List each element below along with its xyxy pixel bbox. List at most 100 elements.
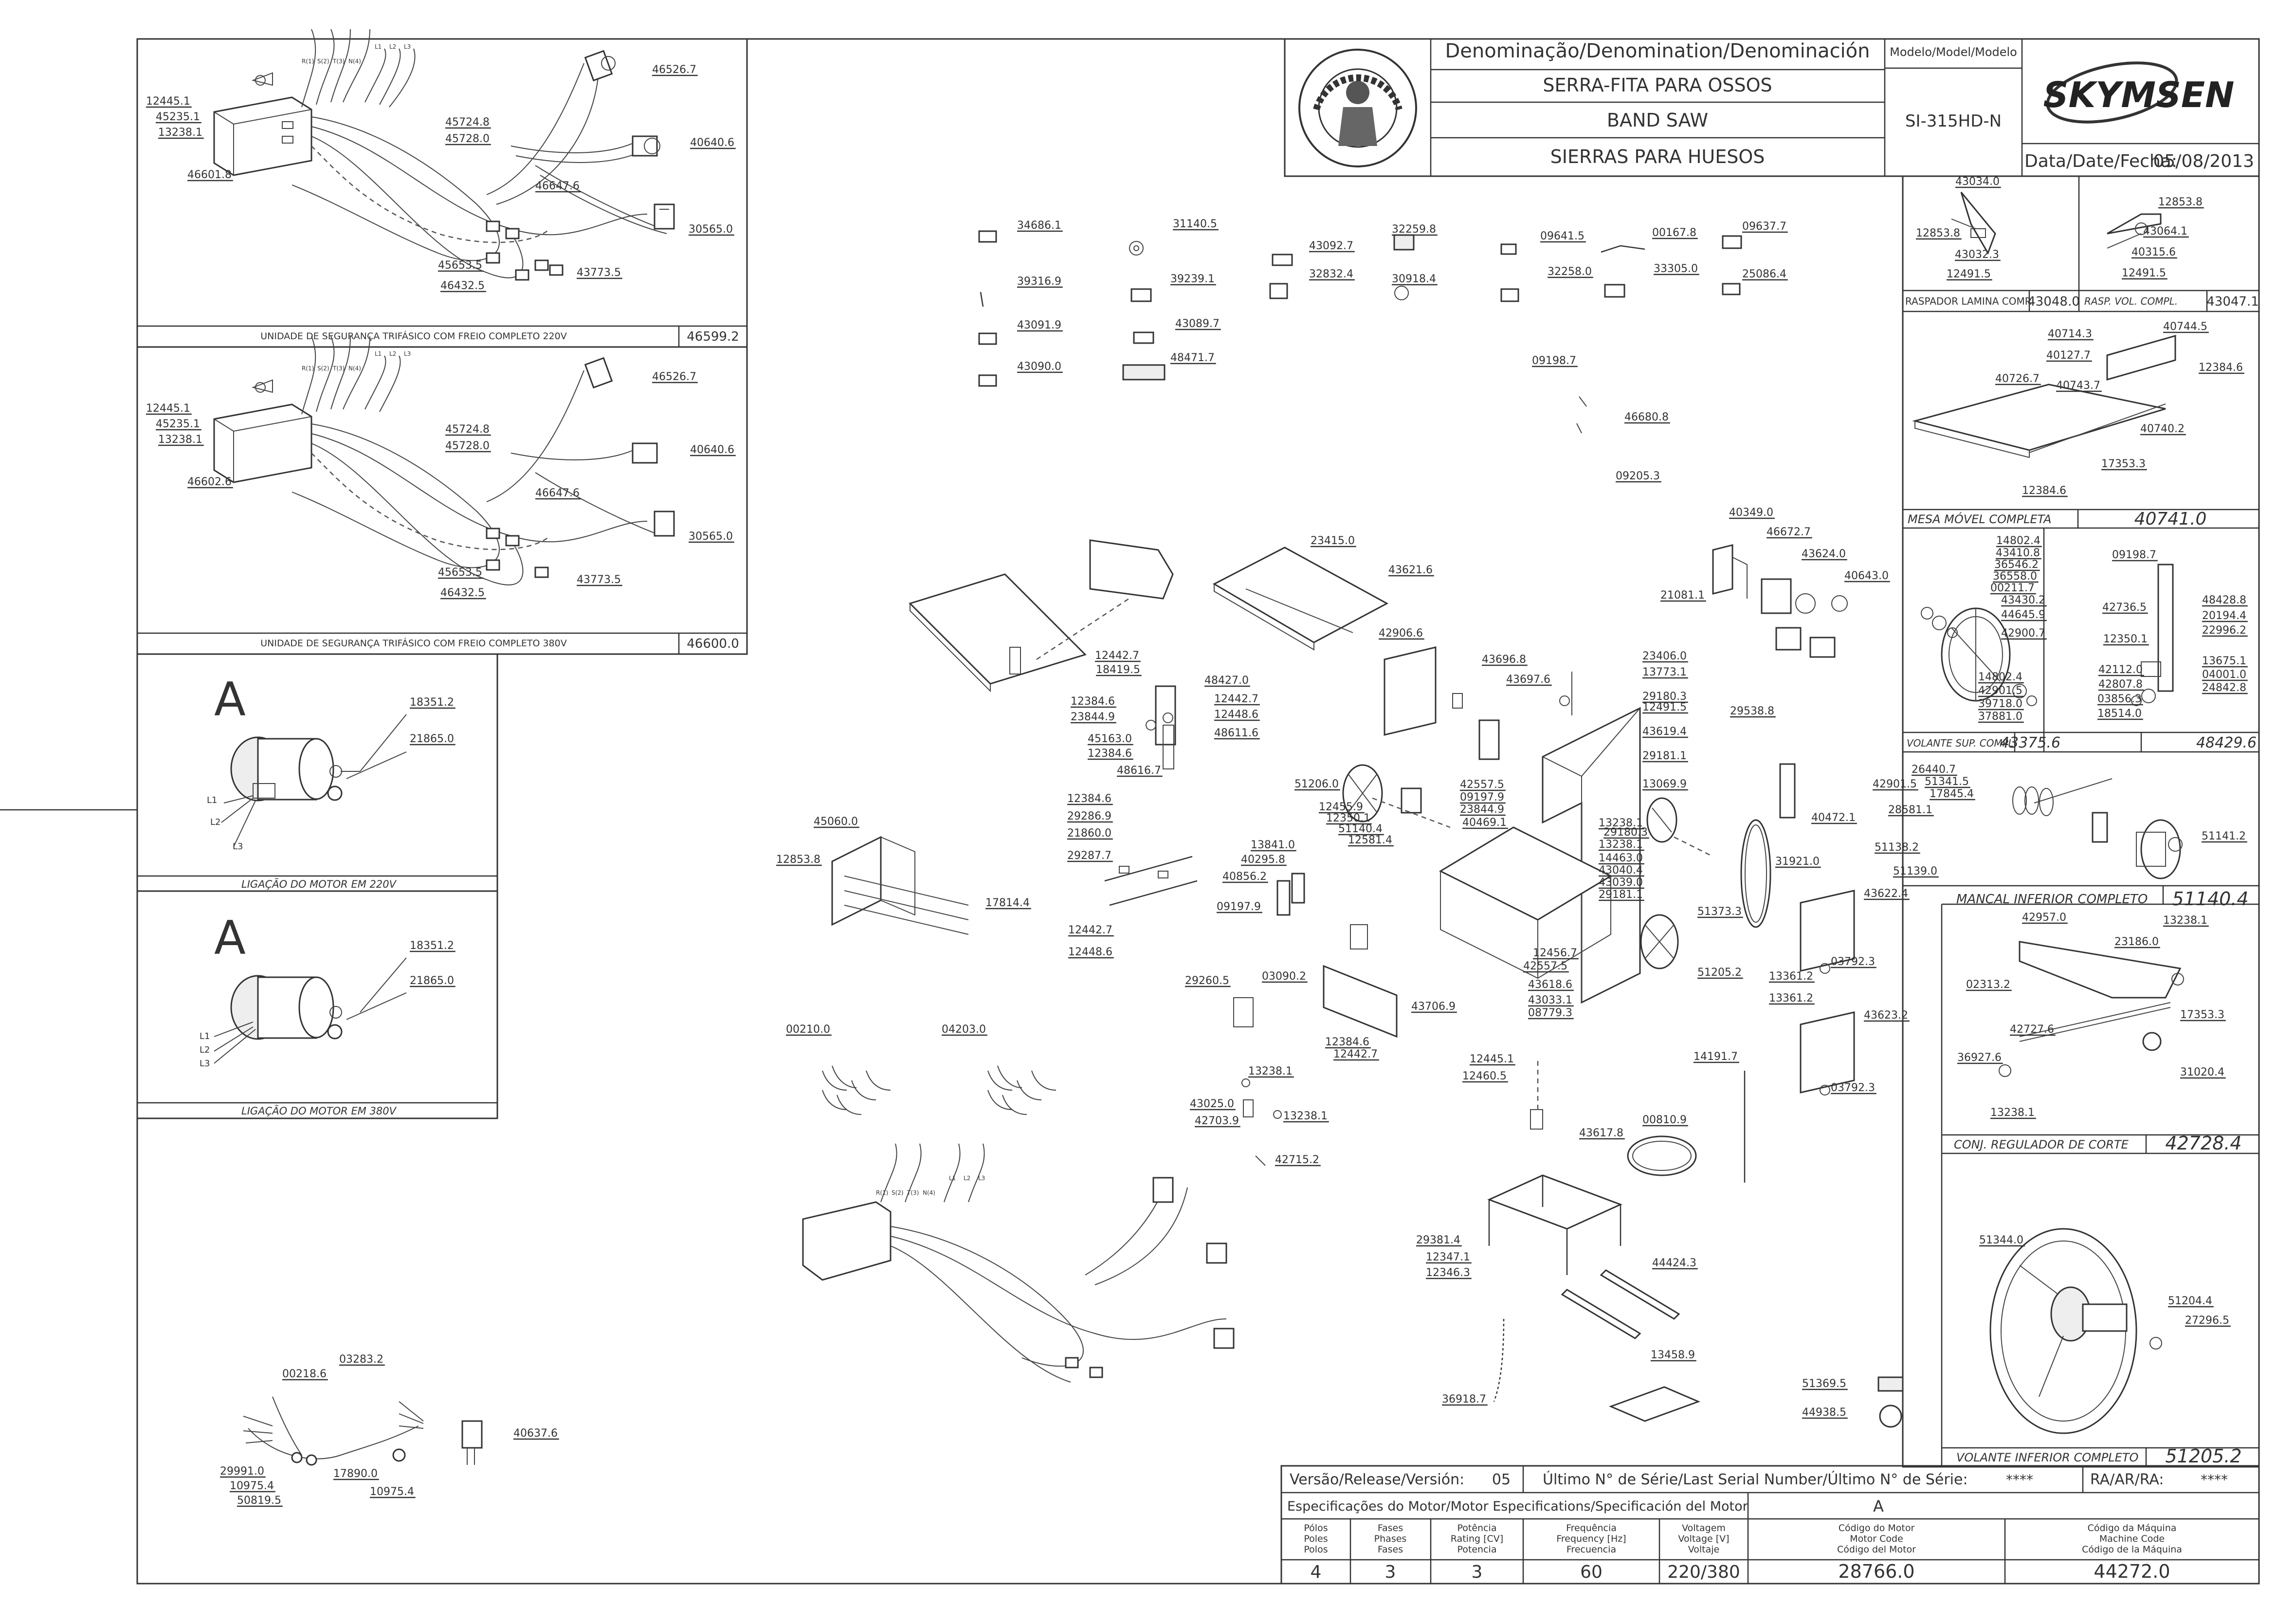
part-number-label: 29180.3 <box>1642 691 1687 703</box>
part-number-label: 29538.8 <box>1730 705 1774 717</box>
spec-value: 60 <box>1580 1562 1603 1582</box>
tension-wheel <box>1646 797 1713 858</box>
part-number-label: 36558.0 <box>1993 570 2037 583</box>
part-number-label: 40472.1 <box>1811 812 1856 824</box>
part-number-label: 33305.0 <box>1654 263 1698 275</box>
part-number-label: 18351.2 <box>410 696 454 709</box>
part-number-label: 13238.1 <box>158 127 202 139</box>
part-number-label: 18351.2 <box>410 940 454 952</box>
part-number-label: 40714.3 <box>2048 328 2092 340</box>
blades-bundle-2 <box>987 1065 1056 1115</box>
part-number-label: 43089.7 <box>1175 318 1220 330</box>
part-number-label: 30565.0 <box>689 530 733 543</box>
part-number-label: 42901.5 <box>1978 685 2022 697</box>
part-number-label: 43430.2 <box>2001 594 2045 606</box>
part-number-label: 45728.0 <box>445 440 490 452</box>
wire-label: N(4) <box>923 1189 935 1196</box>
part-number-label: 13675.1 <box>2202 655 2246 667</box>
motor-cover <box>1233 924 1398 1038</box>
part-number-label: 22996.2 <box>2202 624 2246 637</box>
part-number-label: 32258.0 <box>1548 266 1592 278</box>
motor-icon: L1 L2 L3 <box>207 714 407 852</box>
skymsen-logo: SKYMSEN <box>2043 61 2235 124</box>
svg-text:Voltagem: Voltagem <box>1682 1523 1726 1533</box>
part-number-label: 42715.2 <box>1275 1154 1319 1166</box>
svg-text:Voltaje: Voltaje <box>1688 1544 1720 1555</box>
cut-regulator-assembly <box>1999 941 2184 1077</box>
part-number-label: 13361.2 <box>1769 992 1813 1004</box>
part-number-label: 14191.7 <box>1694 1051 1738 1063</box>
tray <box>1608 1386 1701 1422</box>
part-number-label: 42900.7 <box>2001 627 2045 639</box>
part-number-label: 29991.0 <box>220 1465 264 1478</box>
part-number-label: 32832.4 <box>1309 268 1353 280</box>
part-number-label: 45724.8 <box>445 423 490 436</box>
part-number-label: 12350.1 <box>2103 633 2148 645</box>
part-number-label: 30565.0 <box>689 223 733 236</box>
part-number-label: 46647.6 <box>535 180 580 192</box>
wire-label-l1: L1 <box>207 795 217 805</box>
part-number-label: 34686.1 <box>1017 219 1061 232</box>
wire-label-l3: L3 <box>200 1058 210 1069</box>
wire-harness <box>291 336 662 585</box>
wire-label: N(4) <box>348 365 361 372</box>
part-number-label: 43618.6 <box>1528 979 1572 991</box>
part-number-label: 40640.6 <box>690 137 734 149</box>
part-number-label: 09197.9 <box>1460 791 1504 803</box>
part-number-label: 36927.6 <box>1957 1052 2002 1064</box>
wire-label: L2 <box>389 43 396 50</box>
denomination-header: Denominação/Denomination/Denominación <box>1445 40 1870 62</box>
part-number-label: 03792.3 <box>1831 956 1875 968</box>
part-number-label: 43617.8 <box>1579 1127 1623 1139</box>
saw-table-left <box>909 539 1174 693</box>
part-number-label: 13238.1 <box>1248 1065 1293 1077</box>
svg-text:Fases: Fases <box>1378 1523 1403 1533</box>
part-number-label: 37881.0 <box>1978 711 2022 723</box>
connector-plug <box>632 135 660 157</box>
title-block: Denominação/Denomination/Denominación SE… <box>1284 38 2260 177</box>
part-number-label: 36918.7 <box>1442 1393 1486 1405</box>
svg-text:Phases: Phases <box>1374 1533 1407 1544</box>
part-number-label: 09197.9 <box>1217 901 1261 913</box>
part-number-label: 48616.7 <box>1117 765 1161 777</box>
wire-label: S(2) <box>317 365 329 372</box>
brand-logo-text: SKYMSEN <box>2043 74 2235 115</box>
part-number-label: 12445.1 <box>146 402 190 415</box>
part-number-label: 44938.5 <box>1802 1406 1846 1419</box>
date-label: Data/Date/Fecha: <box>2024 151 2177 171</box>
version-value: 05 <box>1492 1471 1511 1488</box>
panel-frame <box>136 38 748 348</box>
part-number-label: 12491.5 <box>1642 701 1687 713</box>
panel-caption: VOLANTE SUP. COMPL. <box>1907 737 2017 749</box>
part-number-label: 12853.8 <box>2158 196 2203 208</box>
wire-label: L3 <box>404 43 411 50</box>
part-number-label: 40295.8 <box>1241 854 1285 866</box>
part-number-label: 32259.8 <box>1392 223 1436 236</box>
blade-guide-assembly <box>1146 685 1176 769</box>
part-number-label: 13069.9 <box>1642 778 1687 790</box>
svg-text:Motor Code: Motor Code <box>1850 1533 1903 1544</box>
part-number-label: 13773.1 <box>1642 666 1687 678</box>
part-number-label: 40640.6 <box>690 444 734 456</box>
wire-label: T(3) <box>332 58 345 65</box>
part-number-label: 12491.5 <box>2122 267 2166 279</box>
part-number-label: 46680.8 <box>1624 411 1669 423</box>
part-number-label: 09205.3 <box>1616 470 1660 482</box>
part-number-label: 12442.7 <box>1333 1048 1378 1060</box>
part-number-label: 12853.8 <box>776 854 820 866</box>
part-number-label: 40856.2 <box>1222 871 1267 883</box>
svg-text:Código do Motor: Código do Motor <box>1839 1523 1915 1533</box>
svg-text:Frequency [Hz]: Frequency [Hz] <box>1556 1533 1626 1544</box>
part-number-label: 13238.1 <box>1599 817 1643 829</box>
part-number-label: 09198.7 <box>2112 549 2156 561</box>
part-number-label: 40643.0 <box>1844 570 1889 582</box>
part-number-label: 12442.7 <box>1068 924 1112 936</box>
part-number-label: 46647.6 <box>535 487 580 499</box>
part-number-label: 31140.5 <box>1173 218 1217 230</box>
wire-label: S(2) <box>317 58 329 65</box>
part-number-label: 12445.1 <box>1470 1053 1514 1065</box>
panel-motor-380v: LIGAÇÃO DO MOTOR EM 380V A L1 L2 L3 <box>136 890 498 1119</box>
spec-col-phases: Fases Phases Fases 3 <box>1374 1523 1407 1582</box>
spec-col-frequency: Frequência Frequency [Hz] Frecuencia 60 <box>1556 1523 1626 1582</box>
